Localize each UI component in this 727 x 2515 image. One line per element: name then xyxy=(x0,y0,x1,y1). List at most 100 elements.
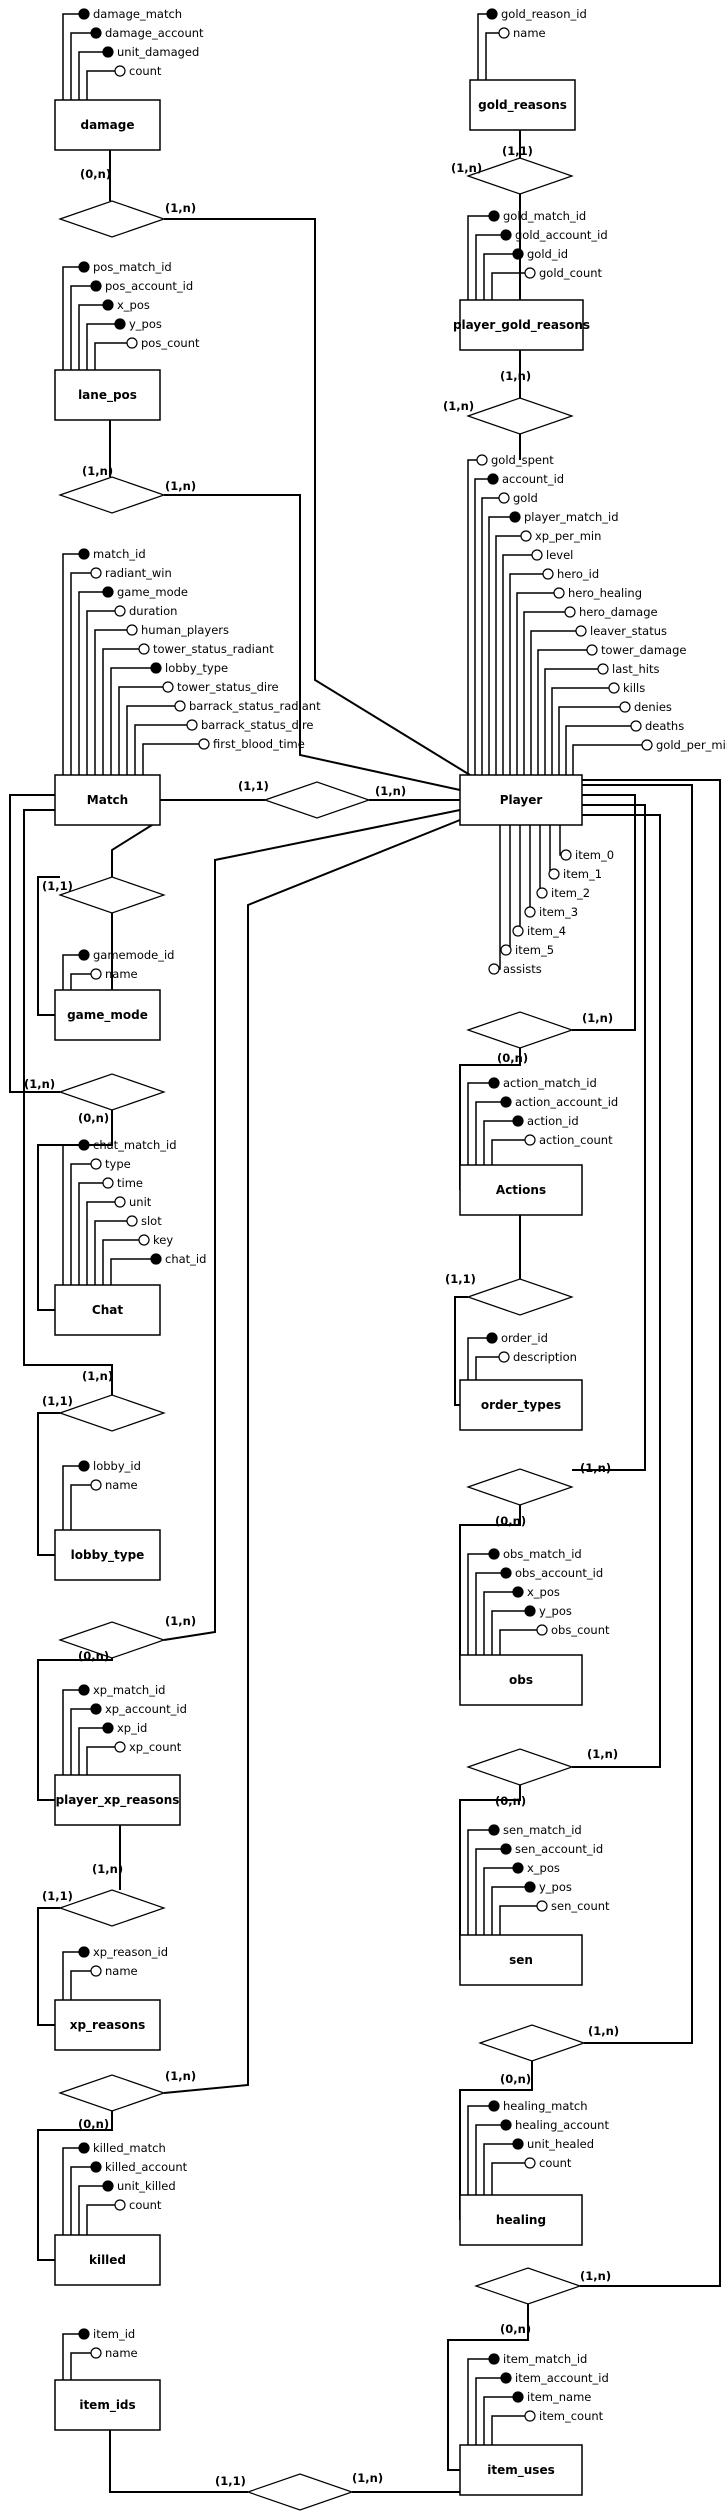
attribute-dot-icon xyxy=(126,624,138,636)
entity-title: obs xyxy=(509,1673,533,1687)
key-attribute-dot-icon xyxy=(102,2180,114,2192)
entity-title: player_xp_reasons xyxy=(56,1793,180,1808)
attribute-connector xyxy=(467,1829,489,1935)
attribute-dot-icon xyxy=(90,968,102,980)
attribute-label: gold_id xyxy=(527,247,568,261)
attribute-dot-icon xyxy=(114,1741,126,1753)
attribute-connector xyxy=(467,1337,487,1380)
cardinality-damage-player: (1,n) xyxy=(165,201,196,215)
attribute-connector xyxy=(491,1139,525,1165)
attribute-label: item_id xyxy=(93,2327,135,2341)
attribute-dot-icon xyxy=(126,1215,138,1227)
attribute-connector xyxy=(544,668,598,775)
entity-match: match_idradiant_wingame_modedurationhuma… xyxy=(54,547,321,826)
cardinality-player-obs: (1,n) xyxy=(580,1461,611,1475)
attribute-connector xyxy=(495,535,521,775)
attribute-label: item_5 xyxy=(515,943,554,957)
attribute-label: human_players xyxy=(141,623,229,637)
attribute-label: denies xyxy=(634,700,672,714)
key-attribute-dot-icon xyxy=(78,548,90,560)
key-attribute-dot-icon xyxy=(488,210,500,222)
attribute-dot-icon xyxy=(90,567,102,579)
attribute-connector xyxy=(502,554,532,775)
key-attribute-dot-icon xyxy=(78,1946,90,1958)
entity-healing: healing_matchhealing_accountunit_healedc… xyxy=(459,2099,609,2246)
attribute-label: gold_per_min xyxy=(656,738,727,752)
attribute-label: order_id xyxy=(501,1331,548,1345)
attribute-connector xyxy=(485,32,499,80)
entity-title: item_ids xyxy=(79,2398,135,2413)
attribute-connector xyxy=(558,706,620,775)
entities: damage_matchdamage_accountunit_damagedco… xyxy=(54,7,727,2496)
attribute-dot-icon xyxy=(524,267,536,279)
attribute-label: tower_damage xyxy=(601,643,686,657)
attribute-label: sen_count xyxy=(551,1899,610,1913)
key-attribute-dot-icon xyxy=(102,46,114,58)
entity-title: sen xyxy=(509,1953,533,1967)
attribute-label: barrack_status_dire xyxy=(201,718,314,732)
attribute-connector xyxy=(110,667,151,775)
cardinality-player-sen: (1,n) xyxy=(587,1747,618,1761)
attribute-connector xyxy=(62,266,79,370)
entity-box xyxy=(459,299,584,351)
attribute-label: deaths xyxy=(645,719,684,733)
attribute-connector xyxy=(475,1572,501,1655)
attribute-dot-icon xyxy=(488,963,500,975)
entity-title: Chat xyxy=(92,1303,123,1317)
key-attribute-dot-icon xyxy=(102,299,114,311)
link-match-gm xyxy=(111,819,161,877)
attribute-connector xyxy=(475,1356,499,1380)
entity-sen: sen_match_idsen_account_idx_posy_possen_… xyxy=(459,1823,610,1986)
attribute-dot-icon xyxy=(102,1177,114,1189)
attribute-connector xyxy=(78,51,103,100)
cardinality-healing: (0,n) xyxy=(500,2072,531,2086)
link-gm-link xyxy=(37,876,60,1016)
cardinality-chat: (0,n) xyxy=(78,1111,109,1125)
attribute-label: radiant_win xyxy=(105,566,172,580)
attribute-connector xyxy=(94,629,127,775)
link-lobby-link xyxy=(37,1412,60,1556)
attribute-connector xyxy=(488,516,510,775)
attribute-connector xyxy=(474,478,488,775)
attribute-connector xyxy=(102,1239,139,1285)
entity-box xyxy=(54,1999,161,2051)
attribute-label: xp_count xyxy=(129,1740,182,1754)
link-player-sen xyxy=(572,814,661,1768)
key-attribute-dot-icon xyxy=(487,473,499,485)
attribute-label: assists xyxy=(503,962,542,976)
entity-player: item_0item_1item_2item_3item_4item_5assi… xyxy=(459,453,727,976)
entity-title: Actions xyxy=(496,1183,546,1197)
cardinality-match: (1,1) xyxy=(238,779,269,793)
key-attribute-dot-icon xyxy=(486,1332,498,1344)
attribute-connector xyxy=(537,649,587,775)
attribute-connector xyxy=(483,1591,513,1655)
link-player-killed xyxy=(163,819,461,2094)
attribute-label: y_pos xyxy=(539,1880,572,1894)
attribute-label: game_mode xyxy=(117,585,188,599)
attribute-label: chat_id xyxy=(165,1252,206,1266)
relationship-gold-reasons xyxy=(466,157,574,195)
attribute-dot-icon xyxy=(542,568,554,580)
entity-box xyxy=(54,1774,181,1826)
entity-title: item_uses xyxy=(487,2463,554,2478)
link-player-actions xyxy=(572,794,636,1031)
attribute-label: name xyxy=(105,2346,138,2360)
relationship-player-killed xyxy=(58,2074,166,2112)
link-lanepos-player xyxy=(164,494,461,791)
attribute-label: hero_id xyxy=(557,567,599,581)
key-attribute-dot-icon xyxy=(78,2142,90,2154)
attribute-connector xyxy=(70,1708,91,1775)
entity-obs: obs_match_idobs_account_idx_posy_posobs_… xyxy=(459,1547,610,1706)
link-player-healing xyxy=(582,784,693,2044)
entity-damage: damage_matchdamage_accountunit_damagedco… xyxy=(54,7,204,151)
link-match-chat xyxy=(9,794,60,1093)
entity-box xyxy=(54,2234,161,2286)
key-attribute-dot-icon xyxy=(512,1586,524,1598)
attribute-connector xyxy=(70,1484,91,1530)
attribute-connector xyxy=(516,592,554,775)
link-chat-link xyxy=(37,1110,113,1311)
attribute-label: y_pos xyxy=(129,317,162,331)
